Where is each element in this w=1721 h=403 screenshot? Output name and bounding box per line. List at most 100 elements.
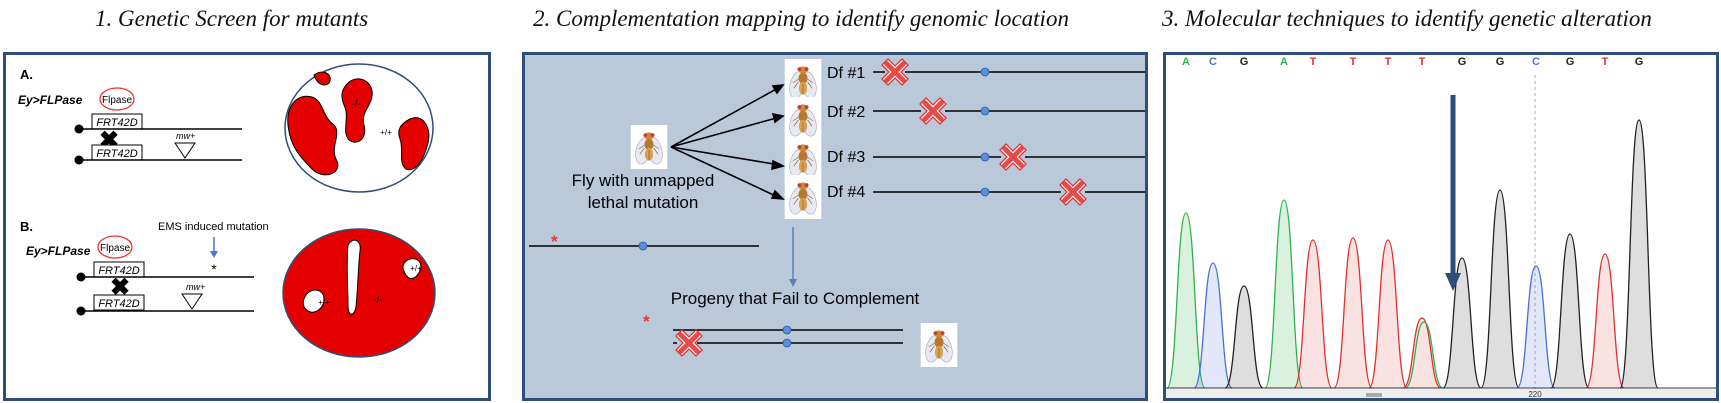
base-call-9: G	[1496, 56, 1505, 68]
deletion-x-df2	[918, 96, 948, 126]
peak-12	[1585, 253, 1625, 389]
peak-10	[1516, 265, 1556, 389]
clone-mutant-label-a: -/-	[351, 99, 360, 110]
df-label-1: Df #1	[827, 65, 865, 82]
clone-wt-label-b-2: +/+	[410, 264, 422, 273]
centromere-a-bottom	[74, 155, 84, 165]
frt-label-a-bottom: FRT42D	[96, 148, 137, 160]
genetic-screen-panel: A. Ey>FLPase Flpase FRT42D ✖ FRT42D mw+ …	[3, 52, 491, 401]
centromere-b-top	[76, 272, 86, 282]
df4-fly-icon	[784, 175, 822, 219]
progeny-centromere-top	[782, 325, 792, 335]
panel2-title: 2. Complementation mapping to identify g…	[533, 6, 1069, 31]
fly-label-line-1: Fly with unmapped	[572, 171, 715, 190]
frt-label-b-bottom: FRT42D	[98, 298, 139, 310]
panel3-title: 3. Molecular techniques to identify gene…	[1162, 6, 1652, 31]
base-call-11: G	[1566, 56, 1575, 68]
peak-11	[1550, 233, 1590, 389]
progeny-mutation-star: *	[643, 312, 650, 331]
mutation-star: *	[551, 232, 558, 251]
complementation-diagram: Df #1 Df #2 Df #3 Df #4 Fly with unmappe…	[529, 57, 1145, 367]
complementation-panel: Df #1 Df #2 Df #3 Df #4 Fly with unmappe…	[522, 52, 1148, 401]
mutant-clone-a-3	[398, 117, 430, 171]
peak-7	[1402, 317, 1442, 389]
deletion-x-df1	[880, 57, 910, 87]
wt-clone-b-3	[402, 258, 422, 279]
peak-9	[1480, 189, 1520, 389]
base-call-3: A	[1280, 56, 1288, 68]
base-call-10: C	[1532, 56, 1540, 68]
progeny-fly-icon	[920, 323, 958, 367]
mutant-clone-a-1	[287, 95, 339, 176]
flipase-circle-a	[99, 87, 135, 111]
progeny-label: Progeny that Fail to Complement	[671, 289, 920, 308]
df-label-2: Df #2	[827, 104, 865, 121]
deletion-x-df3	[998, 142, 1028, 172]
frt-label-a-top: FRT42D	[96, 117, 137, 129]
peak-8	[1442, 257, 1482, 389]
base-call-13: G	[1635, 56, 1644, 68]
flipase-circle-b	[97, 235, 133, 259]
position-label: 220	[1528, 390, 1542, 398]
flipase-label-a: Flpase	[102, 95, 132, 106]
base-call-2: G	[1240, 56, 1249, 68]
peak-4	[1293, 239, 1333, 389]
scroll-handle	[1366, 393, 1382, 397]
genetic-screen-diagram: A. Ey>FLPase Flpase FRT42D ✖ FRT42D mw+ …	[18, 63, 436, 358]
df-label-4: Df #4	[827, 184, 865, 201]
section-b-letter: B.	[20, 219, 33, 234]
df-label-3: Df #3	[827, 149, 865, 166]
section-a-letter: A.	[20, 67, 33, 82]
marker-triangle-b	[181, 293, 203, 310]
crossover-x-b: ✖	[110, 274, 130, 301]
position-ruler	[1166, 389, 1716, 398]
eye-mosaic-b	[282, 228, 436, 358]
peak-1	[1193, 262, 1233, 389]
wt-clone-b-1	[346, 239, 361, 315]
mutant-clone-a-4	[313, 71, 331, 86]
mutant-centromere	[638, 241, 648, 251]
base-call-4: T	[1310, 56, 1317, 68]
centromere-b-bottom	[76, 306, 86, 316]
ems-arrow-head	[210, 251, 218, 258]
fly-label-line-2: lethal mutation	[588, 193, 699, 212]
mutation-arrow-head	[1445, 273, 1461, 291]
peak-2	[1224, 285, 1264, 389]
marker-label-b: mw+	[186, 282, 205, 292]
base-call-6: T	[1385, 56, 1392, 68]
secondary-peak	[1404, 321, 1444, 389]
base-call-1: C	[1209, 56, 1217, 68]
peak-13	[1619, 119, 1659, 389]
base-call-7: T	[1419, 56, 1426, 68]
clone-wt-label-b-1: +/+	[318, 298, 330, 307]
marker-triangle-a	[174, 142, 196, 159]
panel1-title: 1. Genetic Screen for mutants	[95, 6, 369, 31]
flipase-label-b: Flpase	[100, 243, 130, 254]
frt-label-b-top: FRT42D	[98, 265, 139, 277]
chromatogram-peaks	[1166, 119, 1659, 389]
base-call-8: G	[1458, 56, 1467, 68]
progeny-centromere-bottom	[782, 338, 792, 348]
peak-0	[1166, 212, 1206, 389]
cross-arrows	[670, 84, 786, 200]
df2-fly-icon	[784, 97, 822, 141]
driver-label-b: Ey>FLPase	[26, 244, 91, 258]
peak-3	[1264, 199, 1304, 389]
df-centromeres	[980, 67, 990, 197]
df1-fly-icon	[784, 59, 822, 103]
mutant-clone-a-2	[341, 78, 373, 143]
wt-clone-b-2	[302, 289, 325, 313]
peak-5	[1333, 237, 1373, 389]
progeny-arrow-head	[789, 279, 797, 287]
base-call-5: T	[1350, 56, 1357, 68]
df3-fly-icon	[784, 137, 822, 181]
unmapped-fly-icon	[630, 125, 668, 169]
df-chromosomes	[873, 71, 1145, 193]
clone-wt-label-a: +/+	[380, 128, 392, 137]
ems-label: EMS induced mutation	[158, 221, 269, 233]
base-call-12: T	[1602, 56, 1609, 68]
driver-label-a: Ey>FLPase	[18, 93, 83, 107]
